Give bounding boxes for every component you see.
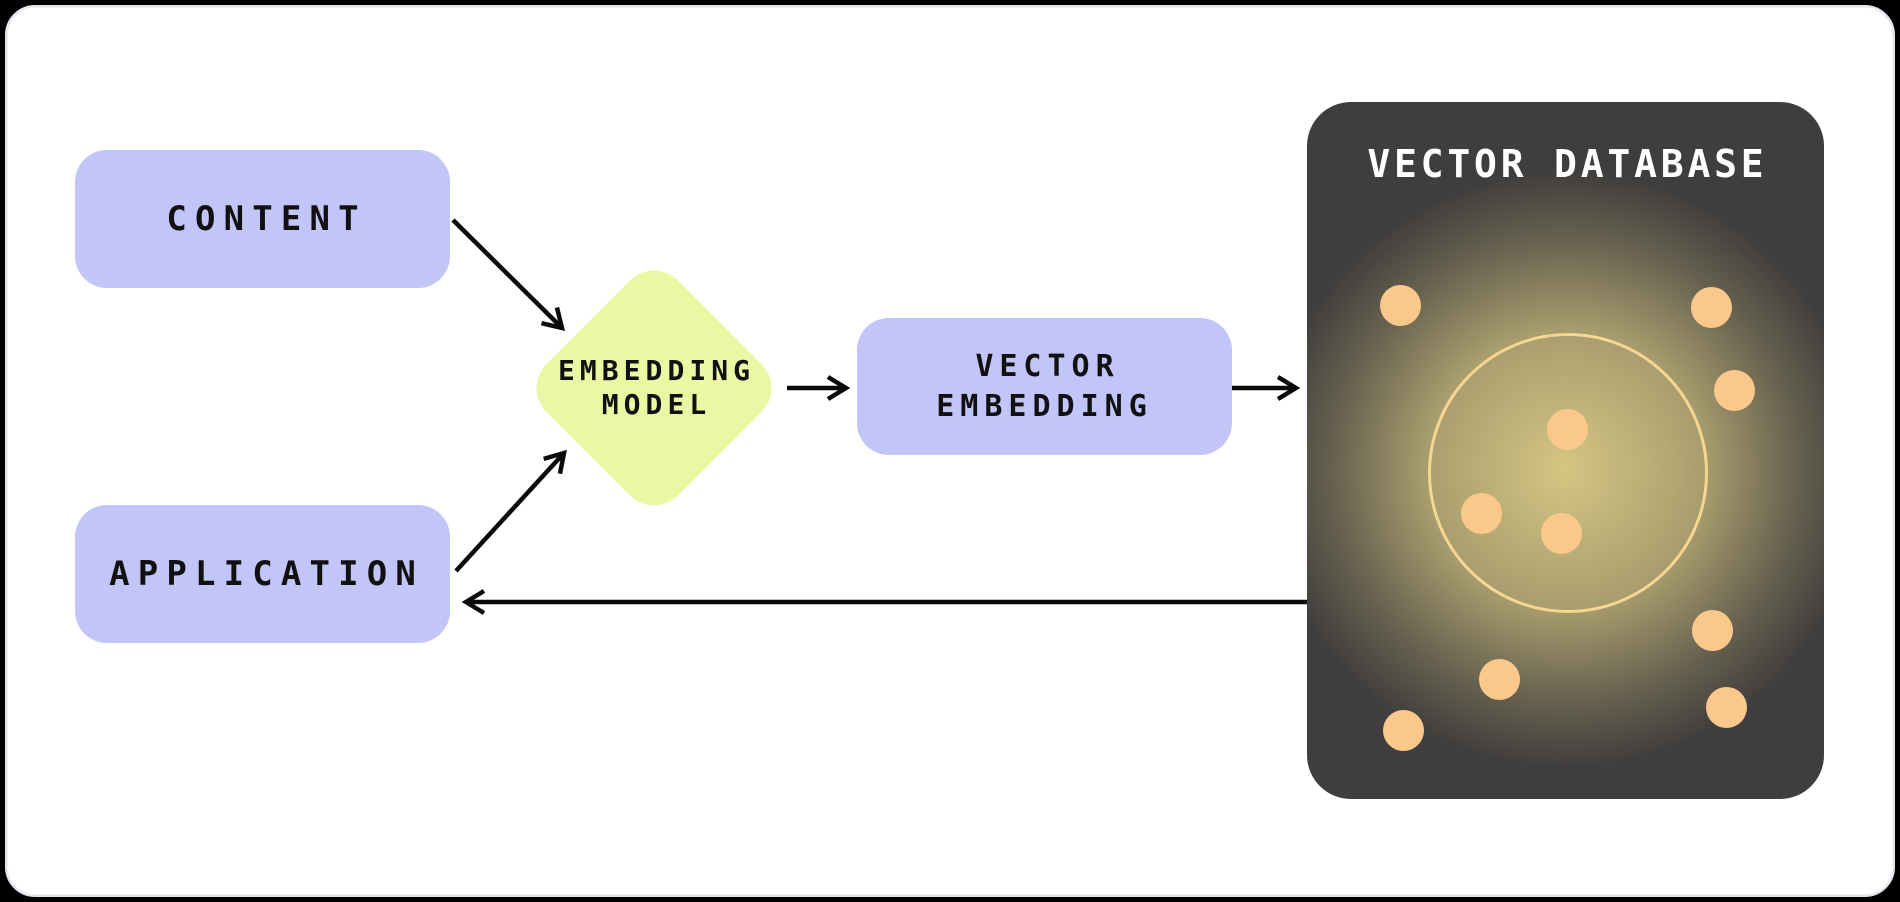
node-vector-embedding: VECTOR EMBEDDING bbox=[857, 318, 1232, 455]
node-embedding-model: EMBEDDING MODEL bbox=[504, 295, 804, 481]
vector-point bbox=[1691, 609, 1733, 651]
vector-point bbox=[1540, 512, 1582, 554]
node-vector-embedding-label: VECTOR EMBEDDING bbox=[936, 347, 1153, 426]
vector-point bbox=[1713, 369, 1755, 411]
node-embedding-model-label-line2: MODEL bbox=[601, 388, 712, 421]
node-vector-embedding-label-line2: EMBEDDING bbox=[936, 388, 1153, 424]
vector-database-title: VECTOR DATABASE bbox=[1367, 142, 1768, 186]
vector-point bbox=[1705, 686, 1747, 728]
cluster-ring bbox=[1428, 333, 1708, 613]
vector-point bbox=[1690, 286, 1732, 328]
vector-point bbox=[1382, 709, 1424, 751]
vector-point bbox=[1379, 284, 1421, 326]
node-vector-database: VECTOR DATABASE bbox=[1307, 102, 1824, 799]
vector-point bbox=[1546, 408, 1588, 450]
node-application-label: APPLICATION bbox=[109, 554, 425, 594]
node-content: CONTENT bbox=[75, 150, 450, 288]
node-content-label: CONTENT bbox=[166, 199, 367, 239]
vector-point bbox=[1478, 658, 1520, 700]
node-application: APPLICATION bbox=[75, 505, 450, 643]
node-embedding-model-label-line1: EMBEDDING bbox=[557, 353, 756, 387]
vector-point bbox=[1460, 492, 1502, 534]
node-vector-embedding-label-line1: VECTOR bbox=[975, 348, 1120, 384]
